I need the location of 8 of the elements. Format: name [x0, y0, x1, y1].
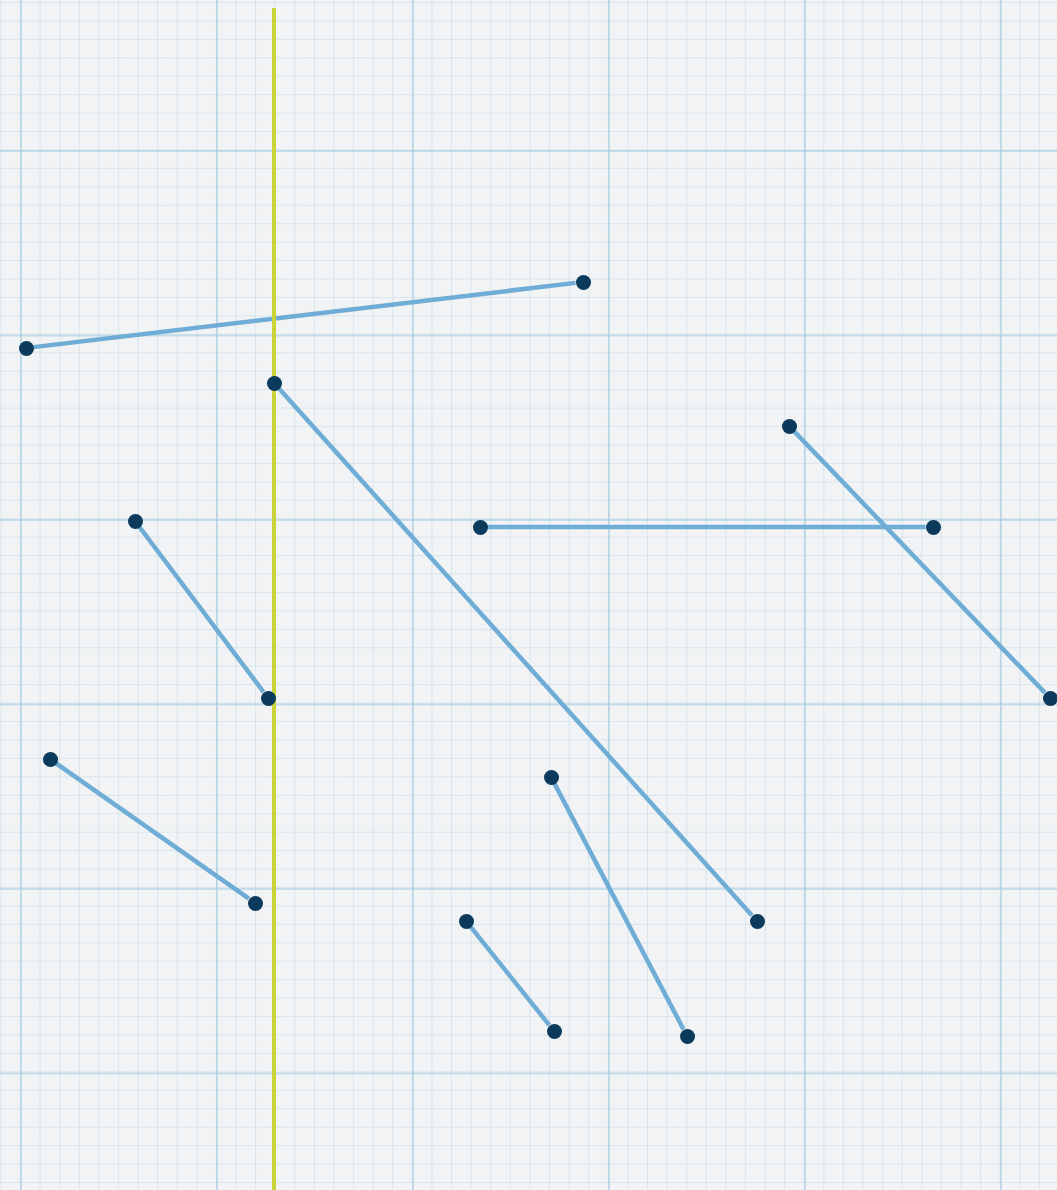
line-segment [468, 925, 552, 1027]
line-segment [277, 387, 754, 917]
line-segment [487, 524, 926, 530]
line-segment [137, 525, 266, 694]
line-segment [33, 280, 576, 350]
line-segment [552, 782, 686, 1031]
line-segment [54, 761, 251, 901]
line-segment [792, 429, 1047, 695]
